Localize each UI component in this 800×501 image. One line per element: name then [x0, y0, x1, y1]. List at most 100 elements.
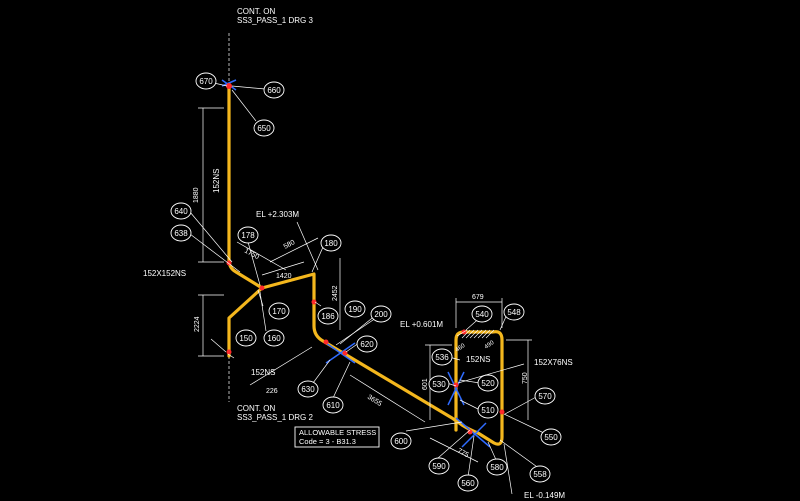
node-bubble-620: 620	[356, 335, 378, 353]
node-point	[259, 285, 265, 291]
node-point	[453, 382, 459, 388]
node-bubble-536: 536	[431, 348, 453, 366]
node-bubble-558: 558	[529, 465, 551, 483]
elevation-label: EL -0.149M	[524, 491, 565, 500]
elevation-label: EL +0.601M	[400, 320, 443, 329]
node-bubble-200: 200	[370, 305, 392, 323]
node-bubble-638: 638	[170, 224, 192, 242]
dimension-line	[349, 374, 426, 423]
node-bubble-570: 570	[534, 387, 556, 405]
node-label: 178	[241, 231, 255, 240]
dimension-value: 3655	[366, 394, 383, 408]
stress-box-code: Code = 3 - B31.3	[299, 437, 356, 446]
dimension-value: 601	[422, 378, 429, 390]
restraint-mark	[455, 417, 491, 448]
node-bubble-530: 530	[428, 375, 450, 393]
dimension-value: 490	[484, 340, 496, 351]
dimension-value: 750	[522, 372, 529, 384]
node-label: 558	[533, 470, 547, 479]
node-label: 650	[257, 124, 271, 133]
dimension-lines	[198, 107, 532, 463]
continuation-bottom-line1: CONT. ON	[237, 404, 275, 413]
node-bubble-550: 550	[540, 428, 562, 446]
node-bubble-186: 186	[317, 307, 339, 325]
restraint-symbols	[221, 79, 491, 448]
dimension-value: 580	[283, 239, 297, 251]
node-label: 540	[475, 310, 489, 319]
node-points	[226, 83, 505, 435]
node-bubble-540: 540	[471, 305, 493, 323]
node-bubble-670: 670	[195, 72, 217, 90]
node-bubble-170: 170	[268, 302, 290, 320]
continuation-top-line1: CONT. ON	[237, 7, 275, 16]
restraint-mark	[461, 422, 487, 448]
size-label: 152X152NS	[143, 269, 186, 278]
node-label: 620	[360, 340, 374, 349]
node-label: 660	[267, 86, 281, 95]
size-label: 152NS	[251, 368, 275, 377]
node-label: 638	[174, 229, 188, 238]
node-label: 170	[272, 307, 286, 316]
node-point	[499, 409, 505, 415]
continuation-bottom-line2: SS3_PASS_1 DRG 2	[237, 413, 313, 422]
node-bubble-660: 660	[263, 81, 285, 99]
dimension-value: 1750	[243, 248, 260, 262]
size-label: 152X76NS	[534, 358, 573, 367]
restraint-mark	[447, 371, 465, 406]
restraint-mark	[325, 342, 356, 364]
dimension-value: 2452	[332, 285, 339, 301]
node-bubble-178: 178	[237, 226, 259, 244]
dimension-value: 775	[456, 448, 470, 460]
node-label: 520	[481, 379, 495, 388]
size-label: 152NS	[212, 169, 221, 193]
elevation-label: EL +2.303M	[256, 210, 299, 219]
node-bubble-650: 650	[253, 119, 275, 137]
node-bubble-160: 160	[263, 329, 285, 347]
node-point	[226, 349, 232, 355]
node-bubble-548: 548	[503, 303, 525, 321]
node-label: 600	[394, 437, 408, 446]
node-label: 670	[199, 77, 213, 86]
node-label: 570	[538, 392, 552, 401]
node-bubbles: 670 660 650 640 638 178 180 170 160 150 …	[170, 72, 562, 492]
node-label: 610	[326, 401, 340, 410]
node-label: 200	[374, 310, 388, 319]
node-bubble-180: 180	[320, 234, 342, 252]
node-label: 640	[174, 207, 188, 216]
node-label: 510	[481, 406, 495, 415]
stress-box-title: ALLOWABLE STRESS	[299, 428, 376, 437]
dimension-line	[236, 241, 287, 271]
node-bubble-600: 600	[390, 432, 412, 450]
node-bubble-510: 510	[477, 401, 499, 419]
stress-box-frame	[294, 426, 380, 448]
node-bubble-190: 190	[344, 300, 366, 318]
node-bubble-580: 580	[486, 458, 508, 476]
node-label: 548	[507, 308, 521, 317]
node-label: 180	[324, 239, 338, 248]
dimension-line	[249, 346, 313, 386]
node-label: 160	[267, 334, 281, 343]
node-bubble-520: 520	[477, 374, 499, 392]
node-label: 530	[432, 380, 446, 389]
node-point	[226, 83, 232, 89]
node-label: 150	[239, 334, 253, 343]
hatch-marks	[461, 329, 495, 339]
node-bubble-150: 150	[235, 329, 257, 347]
node-bubble-560: 560	[457, 474, 479, 492]
dimension-value: 460	[455, 343, 467, 354]
dimension-value: 2224	[194, 316, 201, 332]
node-label: 186	[321, 312, 335, 321]
dimension-value: 1880	[193, 187, 200, 203]
node-bubble-610: 610	[322, 396, 344, 414]
node-label: 590	[432, 462, 446, 471]
dimension-line	[269, 237, 319, 263]
node-label: 550	[544, 433, 558, 442]
size-label: 152NS	[466, 355, 490, 364]
continuation-top-line2: SS3_PASS_1 DRG 3	[237, 16, 313, 25]
node-label: 580	[490, 463, 504, 472]
node-point	[323, 339, 329, 345]
node-bubble-590: 590	[428, 457, 450, 475]
dimension-value: 226	[266, 388, 278, 395]
dimension-line	[429, 437, 479, 463]
